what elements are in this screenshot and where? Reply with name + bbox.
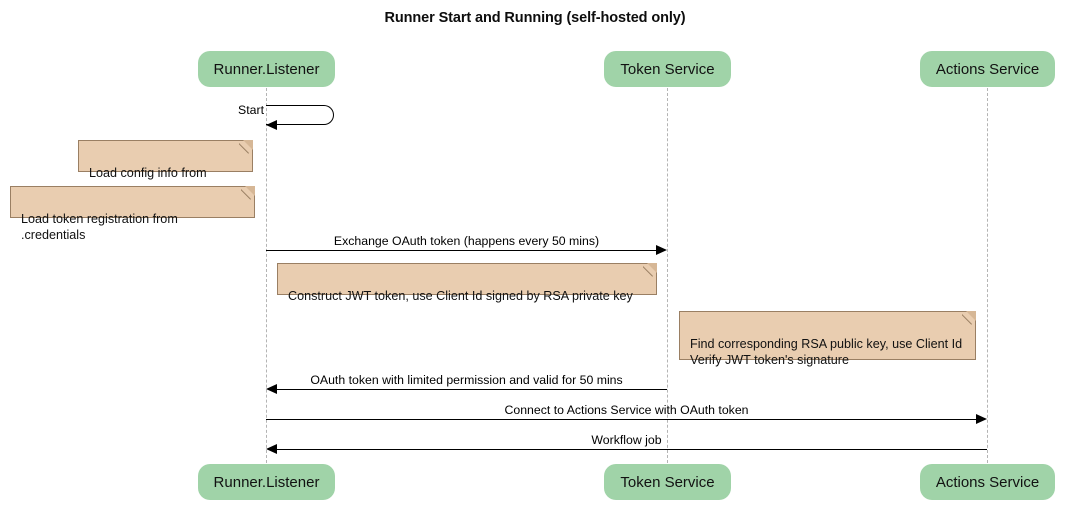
- message-label-start: Start: [238, 103, 264, 117]
- note-load-config: Load config info from .runner: [78, 140, 253, 196]
- page-title: Runner Start and Running (self-hosted on…: [384, 10, 686, 26]
- participant-label: Token Service: [620, 473, 715, 491]
- message-line-oauth-token-returned[interactable]: [277, 389, 667, 390]
- participant-token-service-bottom[interactable]: Token Service: [604, 464, 731, 500]
- participant-actions-service-bottom[interactable]: Actions Service: [920, 464, 1055, 500]
- note-text: Load token registration from .credential…: [21, 211, 178, 243]
- note-text: Construct JWT token, use Client Id signe…: [288, 288, 633, 303]
- participant-actions-service-top[interactable]: Actions Service: [920, 51, 1055, 87]
- message-self-loop-start[interactable]: [266, 105, 334, 125]
- arrow-head-oauth-token-returned: [266, 383, 277, 394]
- participant-label: Token Service: [620, 60, 715, 78]
- note-load-token-registration: Load token registration from .credential…: [10, 186, 255, 242]
- arrow-head-connect-actions-service: [976, 413, 987, 424]
- note-text: Find corresponding RSA public key, use C…: [690, 336, 963, 368]
- note-fold-edge-icon: [239, 140, 253, 154]
- note-fold-edge-icon: [962, 311, 976, 325]
- note-construct-jwt-token: Construct JWT token, use Client Id signe…: [277, 263, 657, 303]
- participant-label: Actions Service: [935, 60, 1040, 78]
- message-label-exchange-oauth-token: Exchange OAuth token (happens every 50 m…: [333, 234, 600, 248]
- note-fold-edge-icon: [643, 263, 657, 277]
- message-label-workflow-job: Workflow job: [591, 433, 662, 447]
- message-line-workflow-job[interactable]: [277, 449, 987, 450]
- arrow-head-start: [266, 119, 277, 130]
- participant-label: Actions Service: [935, 473, 1040, 491]
- participant-token-service-top[interactable]: Token Service: [604, 51, 731, 87]
- message-line-exchange-oauth-token[interactable]: [266, 250, 656, 251]
- participant-label: Runner.Listener: [213, 60, 320, 78]
- participant-runner-listener-bottom[interactable]: Runner.Listener: [198, 464, 335, 500]
- participant-runner-listener-top[interactable]: Runner.Listener: [198, 51, 335, 87]
- lifeline-actions-service: [987, 88, 988, 463]
- arrow-head-exchange-oauth-token: [656, 244, 667, 255]
- lifeline-token-service: [667, 88, 668, 463]
- message-label-connect-actions-service: Connect to Actions Service with OAuth to…: [504, 403, 749, 417]
- note-verify-jwt-signature: Find corresponding RSA public key, use C…: [679, 311, 976, 367]
- note-fold-edge-icon: [241, 186, 255, 200]
- arrow-head-workflow-job: [266, 443, 277, 454]
- message-line-connect-actions-service[interactable]: [266, 419, 976, 420]
- lifeline-runner-listener: [266, 88, 267, 463]
- message-label-oauth-token-returned: OAuth token with limited permission and …: [310, 373, 623, 387]
- participant-label: Runner.Listener: [213, 473, 320, 491]
